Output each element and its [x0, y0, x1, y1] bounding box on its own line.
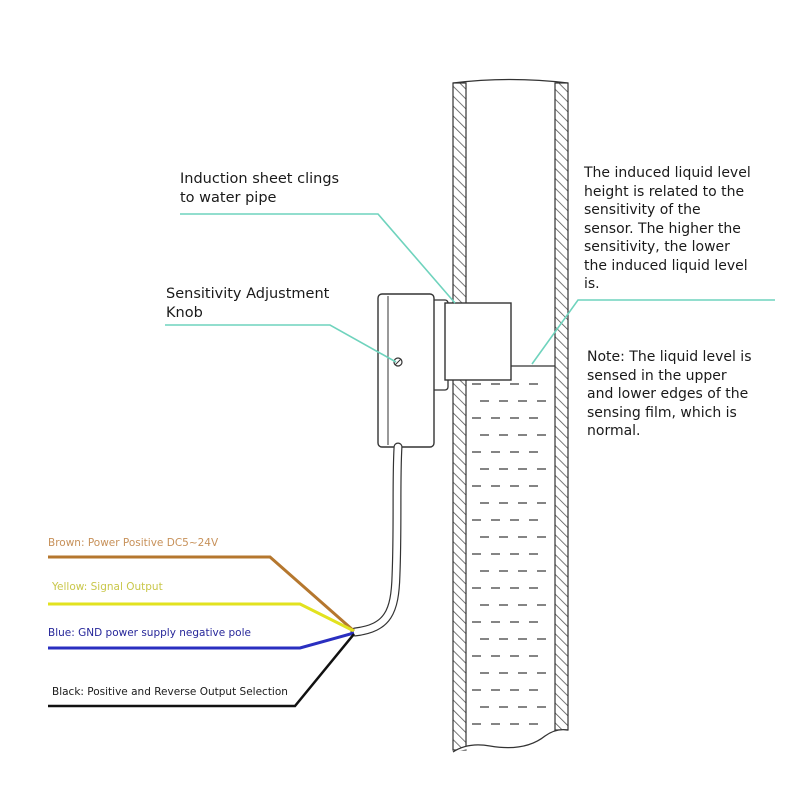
edge-note-line-2: sensed in the upper	[587, 367, 727, 384]
leader-knob	[165, 324, 397, 363]
level-height-line-5: sensitivity, the lower	[584, 239, 730, 255]
level-height-note: The induced liquid level height is relat…	[584, 164, 751, 294]
sensor-cable	[350, 442, 403, 637]
liquid	[466, 365, 555, 725]
leader-lines	[165, 213, 775, 365]
wire-label-yellow: Yellow: Signal Output	[52, 581, 163, 593]
level-height-line-4: sensor. The higher the	[584, 220, 741, 237]
wire-black	[48, 633, 355, 708]
edge-note-line-3: and lower edges of the	[587, 386, 749, 402]
level-height-line-3: sensitivity of the	[584, 202, 701, 218]
induction-sheet-line-1: Induction sheet clings	[180, 171, 340, 187]
edge-note: Note: The liquid level is sensed in the …	[587, 348, 752, 441]
induction-sheet-line-2: to water pipe	[180, 190, 277, 206]
wire-label-blue: Blue: GND power supply negative pole	[48, 627, 251, 639]
knob-slot	[395, 359, 401, 365]
edge-note-line-4: sensing film, which is	[587, 404, 737, 421]
wires	[48, 555, 355, 708]
sensor	[377, 293, 512, 448]
leader-liquid-level	[531, 299, 775, 365]
pipe-top-edge	[452, 78, 569, 84]
edge-note-line-5: normal.	[587, 423, 641, 439]
level-height-line-1: The induced liquid level	[584, 165, 751, 181]
sensor-body	[377, 293, 435, 448]
wire-brown	[48, 555, 355, 633]
sensitivity-knob-label: Sensitivity Adjustment Knob	[166, 285, 329, 323]
pipe-wall-left	[452, 82, 467, 751]
water-pipe	[452, 78, 569, 753]
level-height-line-6: the induced liquid level	[584, 257, 748, 274]
sensitivity-knob-line-1: Sensitivity Adjustment	[166, 286, 330, 302]
level-height-line-7: is.	[584, 276, 600, 292]
level-height-line-2: height is related to the	[584, 183, 745, 200]
leader-induction-sheet	[180, 213, 456, 304]
induction-sheet-label: Induction sheet clings to water pipe	[180, 170, 339, 208]
wire-label-black: Black: Positive and Reverse Output Selec…	[52, 686, 288, 698]
wire-label-brown: Brown: Power Positive DC5~24V	[48, 537, 219, 549]
edge-note-line-1: Note: The liquid level is	[587, 349, 752, 365]
cable-inner	[351, 443, 402, 636]
induction-sheet	[444, 302, 512, 381]
pipe-bottom-edge	[452, 728, 569, 753]
sensitivity-knob-line-2: Knob	[166, 305, 203, 321]
pipe-wall-right	[554, 82, 569, 731]
wire-yellow	[48, 602, 355, 633]
wire-blue	[48, 631, 355, 650]
